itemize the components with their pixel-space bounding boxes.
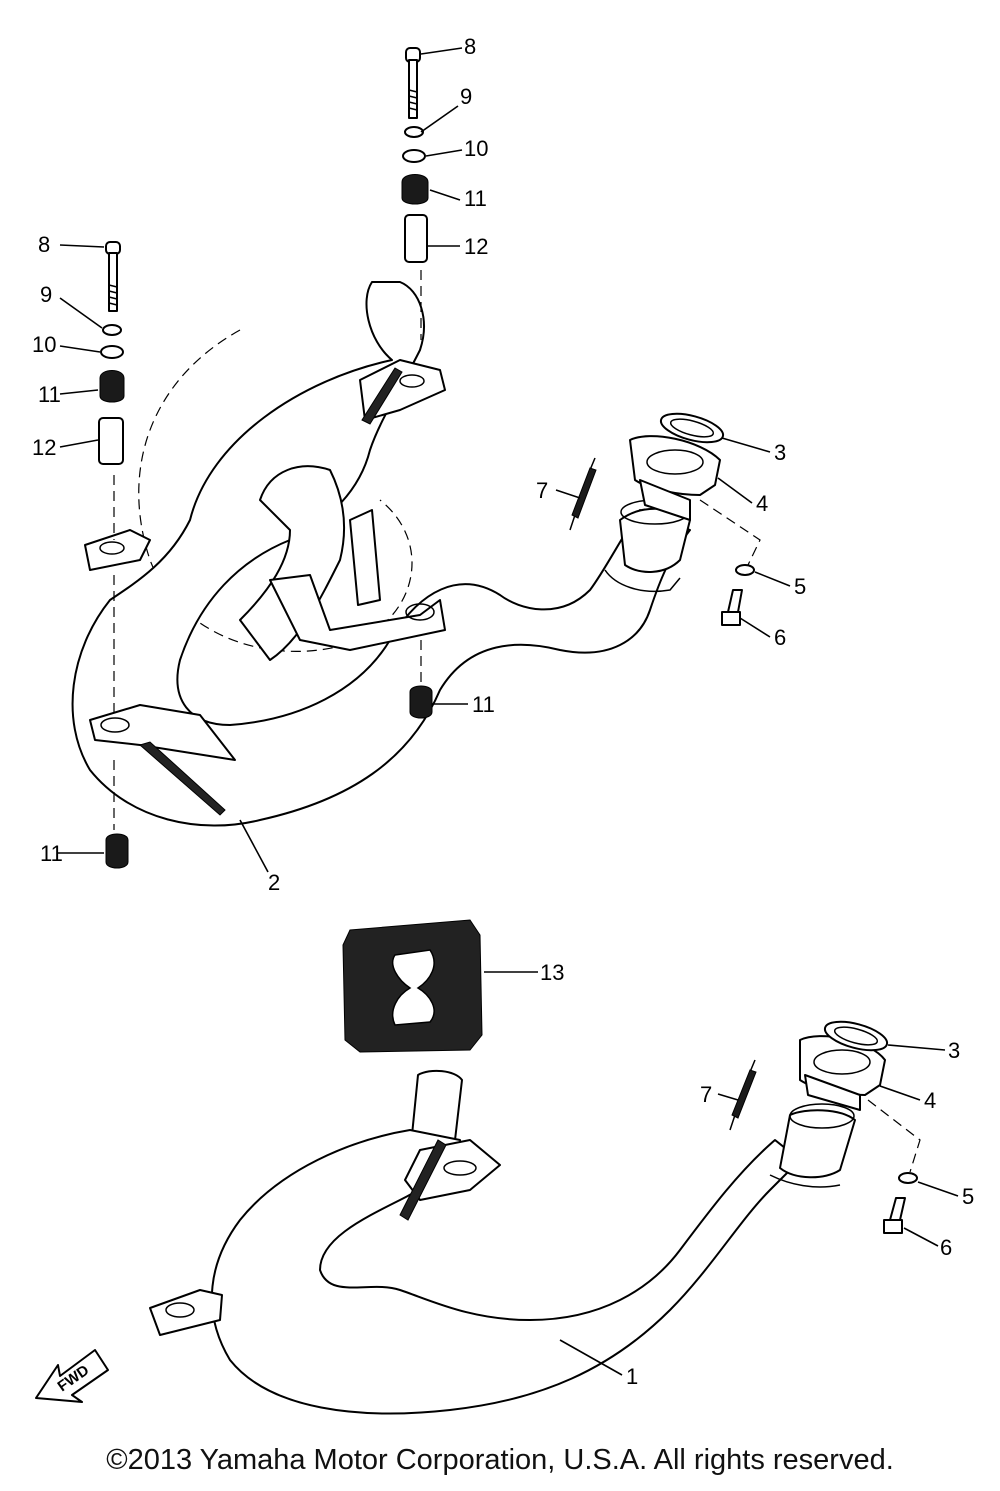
leader-lines xyxy=(58,47,959,1376)
top-left-mount-stack xyxy=(98,241,125,830)
callout-10-top-right: 10 xyxy=(464,136,488,161)
callout-12-top-left: 12 xyxy=(32,435,56,460)
callout-7-lower: 7 xyxy=(700,1082,712,1107)
lower-gasket-part-3 xyxy=(823,1020,889,1052)
callout-1: 1 xyxy=(626,1364,638,1389)
spring-mount-bottom-left xyxy=(105,833,129,869)
callout-4-upper: 4 xyxy=(756,491,768,516)
callout-labels: 8 9 10 11 12 8 9 10 11 12 3 4 7 5 6 11 1… xyxy=(32,34,974,1389)
spring-mount-center xyxy=(409,640,433,719)
callout-11-bottom-left: 11 xyxy=(40,841,63,866)
upper-spring-part-7 xyxy=(569,457,597,531)
callout-13: 13 xyxy=(540,960,564,985)
upper-bolt-guide xyxy=(699,499,761,566)
fwd-arrow-icon: FWD xyxy=(35,1349,109,1403)
callout-5-upper: 5 xyxy=(794,574,806,599)
callout-11-top-right: 11 xyxy=(464,186,487,211)
callout-11-center: 11 xyxy=(472,692,495,717)
lower-spring-part-7 xyxy=(729,1059,757,1131)
upper-muffler-part-2 xyxy=(71,281,691,827)
callout-8-top-right: 8 xyxy=(464,34,476,59)
callout-4-lower: 4 xyxy=(924,1088,936,1113)
upper-gasket-part-3 xyxy=(659,412,725,444)
lower-muffler-part-1 xyxy=(149,1069,856,1415)
exhaust-parts-diagram: FWD 8 9 10 11 1 xyxy=(32,34,974,1415)
callout-2: 2 xyxy=(268,870,280,895)
callout-6-upper: 6 xyxy=(774,625,786,650)
upper-washer-part-5 xyxy=(735,564,755,576)
cushion-part-13 xyxy=(342,919,483,1053)
callout-5-lower: 5 xyxy=(962,1184,974,1209)
callout-9-top-right: 9 xyxy=(460,84,472,109)
callout-12-top-right: 12 xyxy=(464,234,488,259)
lower-bolt-part-6 xyxy=(883,1197,906,1234)
top-right-mount-stack xyxy=(401,47,429,340)
lower-washer-part-5 xyxy=(898,1172,918,1184)
callout-8-top-left: 8 xyxy=(38,232,50,257)
callout-7-upper: 7 xyxy=(536,478,548,503)
copyright-notice: ©2013 Yamaha Motor Corporation, U.S.A. A… xyxy=(106,1444,894,1476)
lower-flange-part-4 xyxy=(799,1035,886,1111)
callout-11-top-left: 11 xyxy=(38,382,61,407)
upper-bolt-part-6 xyxy=(721,589,743,626)
lower-bolt-guide xyxy=(867,1099,921,1173)
callout-3-upper: 3 xyxy=(774,440,786,465)
upper-flange-part-4 xyxy=(629,435,721,521)
callout-9-top-left: 9 xyxy=(40,282,52,307)
callout-3-lower: 3 xyxy=(948,1038,960,1063)
callout-10-top-left: 10 xyxy=(32,332,56,357)
callout-6-lower: 6 xyxy=(940,1235,952,1260)
